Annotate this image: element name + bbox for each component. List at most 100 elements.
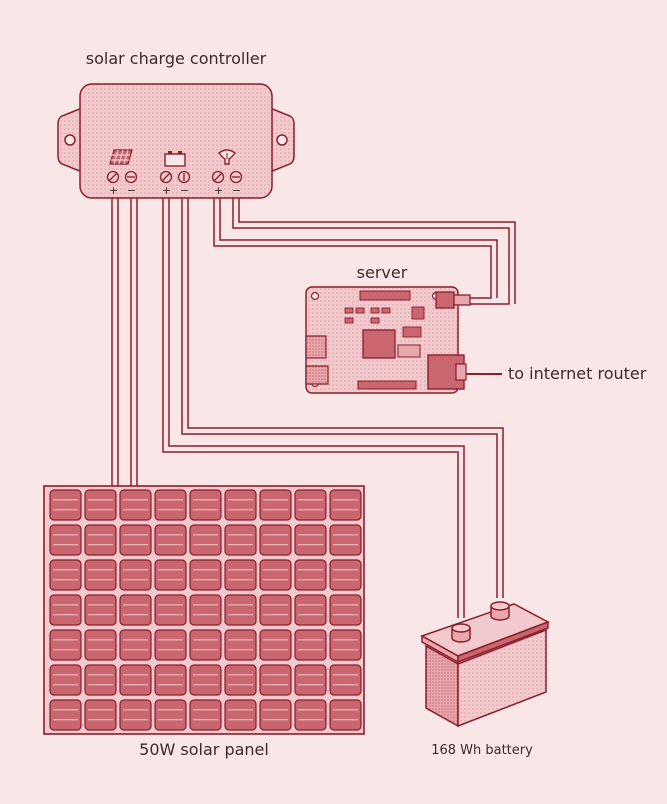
wire-load-minus-inner xyxy=(238,198,516,304)
controller-body xyxy=(79,83,273,199)
solar-cell xyxy=(154,559,187,591)
solar-panel-cells xyxy=(49,489,362,731)
solar-cell xyxy=(154,524,187,556)
solar-cell xyxy=(224,489,257,521)
solar-cell xyxy=(259,594,292,626)
controller-terminals xyxy=(106,170,243,184)
solar-cell xyxy=(49,559,82,591)
server-ethernet-port xyxy=(427,354,467,390)
terminal-load-minus xyxy=(229,170,243,184)
server-cpu-chip xyxy=(362,329,396,359)
wire-battery-plus-inner xyxy=(168,198,465,618)
solar-cell xyxy=(119,524,152,556)
solar-cell xyxy=(49,489,82,521)
server-board xyxy=(305,286,471,394)
terminal-battery-minus xyxy=(177,170,191,184)
solar-cell xyxy=(329,559,362,591)
solar-cell xyxy=(189,699,222,731)
wire-battery-plus xyxy=(162,198,459,618)
solar-cell xyxy=(329,629,362,661)
solar-cell xyxy=(119,559,152,591)
terminal-solar-minus xyxy=(124,170,138,184)
solar-cell xyxy=(224,524,257,556)
solar-cell xyxy=(84,594,117,626)
solar-cell xyxy=(294,664,327,696)
solar-cell xyxy=(224,664,257,696)
solar-cell xyxy=(49,699,82,731)
wire-load-minus xyxy=(232,198,510,305)
server-usb-port xyxy=(305,365,329,385)
solar-cell xyxy=(49,594,82,626)
lamp-icon xyxy=(218,149,236,165)
polarity-solar-minus: − xyxy=(127,184,136,197)
solar-cell xyxy=(329,594,362,626)
solar-cell xyxy=(329,664,362,696)
solar-cell xyxy=(49,664,82,696)
solar-cell xyxy=(154,594,187,626)
solar-cell xyxy=(189,594,222,626)
solar-cell xyxy=(224,629,257,661)
solar-cell xyxy=(329,489,362,521)
solar-cell xyxy=(84,524,117,556)
solar-cell xyxy=(84,664,117,696)
solar-cell xyxy=(154,629,187,661)
solar-cell xyxy=(119,629,152,661)
server-power-jack xyxy=(435,291,471,309)
label-panel: 50W solar panel xyxy=(139,740,269,759)
battery-icon xyxy=(164,151,186,167)
solar-cell xyxy=(49,629,82,661)
charge-controller: + − + − + − xyxy=(57,83,295,199)
battery-side xyxy=(457,628,547,728)
label-router: to internet router xyxy=(508,364,647,383)
solar-cell xyxy=(119,699,152,731)
solar-panel-icon xyxy=(109,149,133,165)
solar-cell xyxy=(119,664,152,696)
solar-panel xyxy=(43,485,365,735)
solar-cell xyxy=(189,629,222,661)
solar-cell xyxy=(259,629,292,661)
solar-cell xyxy=(84,699,117,731)
solar-cell xyxy=(329,699,362,731)
terminal-solar-plus xyxy=(106,170,120,184)
polarity-load-plus: + xyxy=(214,184,223,197)
solar-cell xyxy=(154,489,187,521)
server-bottom-header xyxy=(357,380,417,390)
server-small-components xyxy=(344,306,425,338)
solar-cell xyxy=(119,594,152,626)
solar-cell xyxy=(294,594,327,626)
wire-battery-minus xyxy=(181,198,498,598)
solar-cell xyxy=(294,489,327,521)
wire-load-plus-inner xyxy=(219,198,498,298)
wire-load-plus xyxy=(213,198,492,299)
server-gpio-header xyxy=(359,290,411,301)
label-controller: solar charge controller xyxy=(86,49,267,68)
polarity-load-minus: − xyxy=(232,184,241,197)
solar-cell xyxy=(189,559,222,591)
solar-cell xyxy=(259,664,292,696)
battery-terminal-plus xyxy=(451,623,471,643)
solar-cell xyxy=(189,489,222,521)
solar-cell xyxy=(84,629,117,661)
solar-cell xyxy=(49,524,82,556)
solar-cell xyxy=(294,629,327,661)
solar-cell xyxy=(294,559,327,591)
label-server: server xyxy=(357,263,408,282)
solar-cell xyxy=(294,524,327,556)
polarity-solar-plus: + xyxy=(109,184,118,197)
solar-cell xyxy=(259,524,292,556)
battery xyxy=(420,601,550,728)
solar-cell xyxy=(259,489,292,521)
solar-cell xyxy=(154,699,187,731)
solar-cell xyxy=(84,489,117,521)
wire-battery-minus-inner xyxy=(187,198,504,598)
solar-cell xyxy=(259,559,292,591)
solar-cell xyxy=(84,559,117,591)
label-battery: 168 Wh battery xyxy=(431,743,533,758)
solar-cell xyxy=(189,524,222,556)
solar-cell xyxy=(119,489,152,521)
solar-cell xyxy=(224,699,257,731)
polarity-battery-plus: + xyxy=(162,184,171,197)
solar-cell xyxy=(294,699,327,731)
